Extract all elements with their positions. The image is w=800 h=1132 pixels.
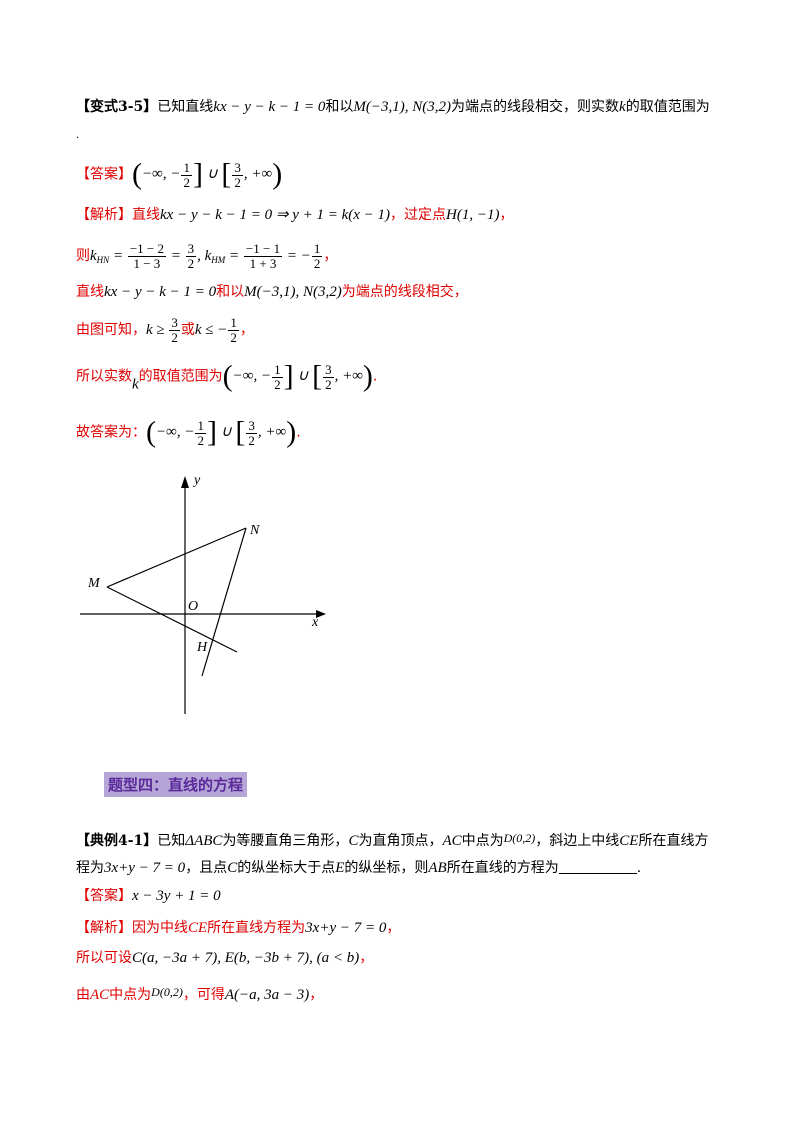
example-4-1-line-1: 【典例4-1】已知ΔABC为等腰直角三角形，C为直角顶点，AC中点为D(0,2)…: [76, 831, 709, 849]
coordinate-figure: y x O M N H: [80, 473, 326, 714]
label-y: y: [192, 473, 201, 488]
problem-3-5-line-1: 【变式3-5】已知直线kx − y − k − 1 = 0和以M(−3,1), …: [76, 99, 710, 115]
label-H: H: [196, 640, 208, 655]
label-N: N: [249, 523, 260, 538]
trailing-dot: .: [76, 130, 80, 141]
example-4-1-line-2: 程为3x+y − 7 = 0，且点C的纵坐标大于点E的纵坐标，则AB所在直线的方…: [76, 859, 642, 876]
segment-MN: [106, 527, 247, 588]
answer-blank: [558, 859, 637, 874]
label-O: O: [188, 599, 198, 614]
line-through-N-H: [201, 527, 247, 677]
x-axis-arrow: [316, 610, 326, 618]
line-equation: kx − y − k − 1 = 0: [213, 99, 326, 115]
section-title: 题型四：直线的方程: [104, 772, 248, 797]
analysis-4-1-line-3: 由AC中点为D(0,2)，可得A(−a, 3a − 3)，: [76, 985, 324, 1003]
analysis-4-1-line-2: 所以可设C(a, −3a + 7), E(b, −3b + 7), (a < b…: [76, 950, 374, 966]
answer-4-1: 【答案】x − 3y + 1 = 0: [76, 888, 221, 904]
analysis-3-5-line-3: 直线kx − y − k − 1 = 0和以M(−3,1), N(3,2)为端点…: [76, 284, 468, 300]
line-through-M-H: [106, 586, 238, 653]
problem-tag: 【变式3-5】: [76, 99, 158, 115]
analysis-4-1-line-1: 【解析】因为中线CE所在直线方程为3x+y − 7 = 0，: [76, 920, 401, 936]
answer-tag: 【答案】: [76, 166, 132, 183]
analysis-3-5-line-1: 【解析】直线kx − y − k − 1 = 0 ⇒ y + 1 = k(x −…: [76, 207, 514, 223]
label-M: M: [87, 576, 101, 591]
segment-endpoints: M(−3,1), N(3,2): [353, 99, 452, 115]
y-axis-arrow: [181, 476, 189, 488]
label-x: x: [311, 615, 319, 630]
